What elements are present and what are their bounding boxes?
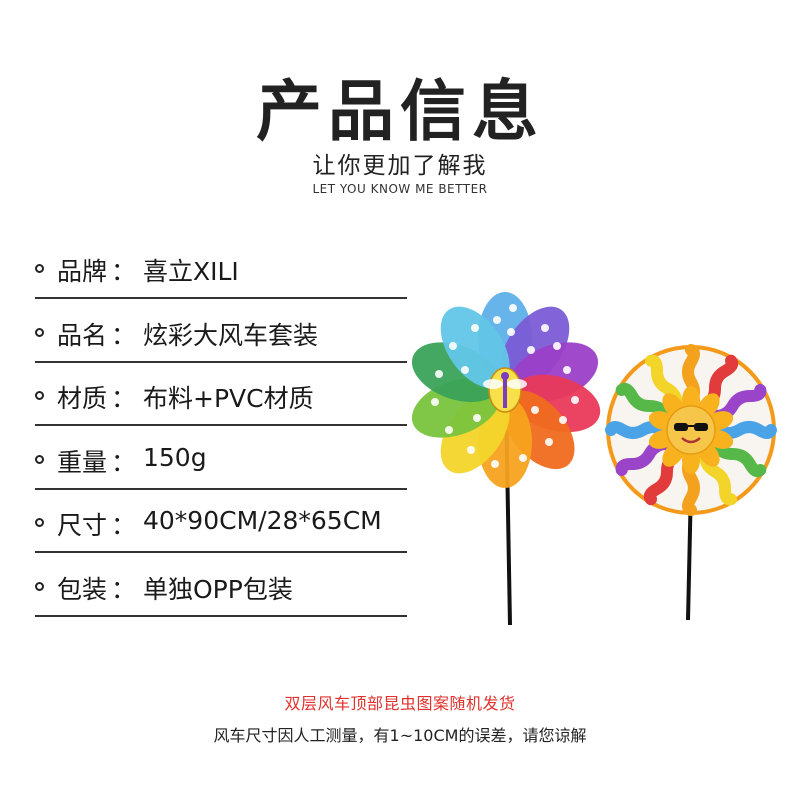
bullet-icon <box>35 327 44 337</box>
spec-row-brand: 品牌 ： 喜立XILI <box>35 238 407 299</box>
spec-label: 包装 <box>57 574 108 604</box>
spec-separator: ： <box>111 384 137 414</box>
product-image-pinwheels <box>411 292 777 626</box>
page-subtitle: 让你更加了解我 <box>312 153 488 179</box>
bullet-icon <box>35 264 44 273</box>
spec-separator: ： <box>111 511 137 541</box>
spec-separator: ： <box>111 320 137 350</box>
spec-row-packaging: 包装 ： 单独OPP包装 <box>35 556 407 617</box>
spec-value: 布料+PVC材质 <box>143 384 314 414</box>
size-disclaimer: 风车尺寸因人工测量，有1~10CM的误差，请您谅解 <box>213 726 587 745</box>
spec-value: 炫彩大风车套装 <box>143 320 319 350</box>
spec-row-name: 品名 ： 炫彩大风车套装 <box>35 302 407 363</box>
spec-separator: ： <box>111 257 137 286</box>
flower-pinwheel-icon <box>411 292 601 626</box>
spec-label: 品名 <box>57 320 108 350</box>
bullet-icon <box>35 391 44 401</box>
shipping-note: 双层风车顶部昆虫图案随机发货 <box>284 694 516 713</box>
bullet-icon <box>35 581 44 591</box>
spec-separator: ： <box>111 447 137 477</box>
bullet-icon <box>35 518 44 528</box>
spec-label: 尺寸 <box>57 511 108 541</box>
page-title: 产品信息 <box>256 73 544 150</box>
spec-label: 材质 <box>57 384 108 414</box>
bullet-icon <box>35 454 44 464</box>
page-subtitle-en: LET YOU KNOW ME BETTER <box>312 182 488 196</box>
spec-value: 喜立XILI <box>143 257 239 286</box>
spec-value: 150g <box>143 442 207 472</box>
spec-value: 单独OPP包装 <box>143 574 293 604</box>
sun-pinwheel-icon <box>605 344 777 621</box>
spec-value: 40*90CM/28*65CM <box>143 506 382 536</box>
spec-row-material: 材质 ： 布料+PVC材质 <box>35 365 407 427</box>
spec-row-size: 尺寸 ： 40*90CM/28*65CM <box>35 492 407 554</box>
spec-row-weight: 重量 ： 150g <box>35 429 407 490</box>
spec-separator: ： <box>111 574 137 604</box>
spec-label: 品牌 <box>57 257 108 286</box>
spec-label: 重量 <box>57 447 108 477</box>
spec-list: 品牌 ： 喜立XILI 品名 ： 炫彩大风车套装 材质 ： 布料+PVC材质 重… <box>35 238 407 620</box>
